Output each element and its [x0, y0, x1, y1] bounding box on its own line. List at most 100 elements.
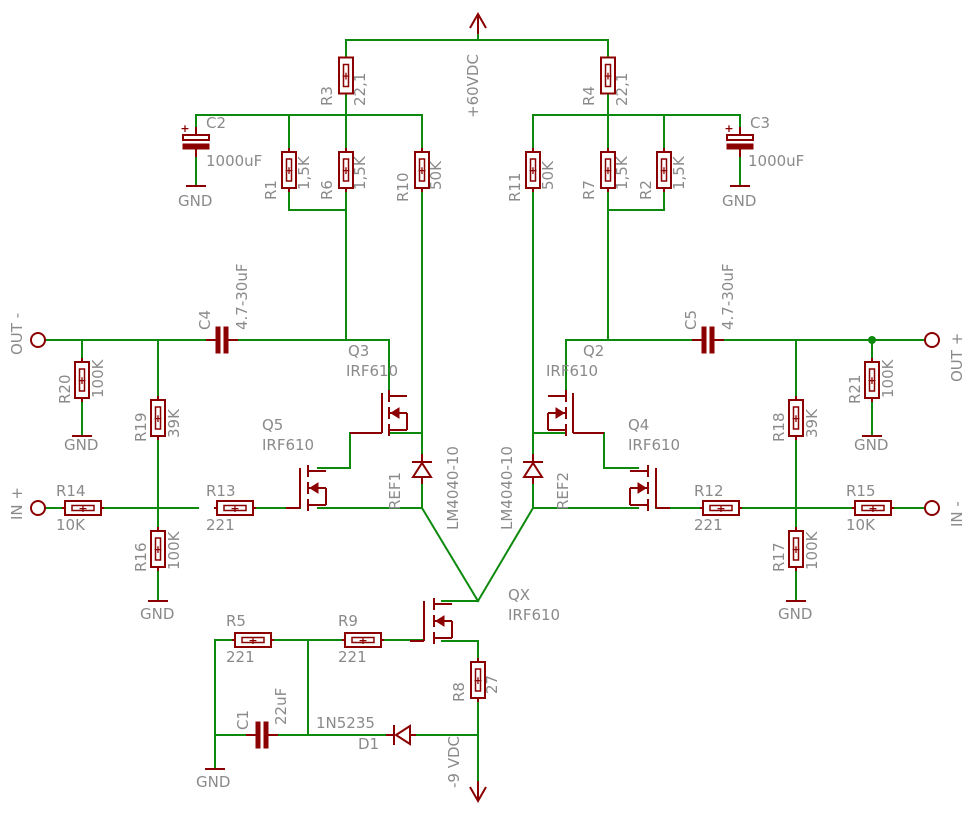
labels: +60VDC -9 VDC OUT - OUT + IN + IN - R3 2… — [8, 54, 966, 791]
component-symbols: +++++++++++++++++++++++ — [30, 11, 940, 804]
r9-ref: R9 — [338, 612, 358, 630]
svg-text:+: + — [603, 164, 612, 177]
r21-ref: R21 — [846, 374, 864, 404]
r14-ref: R14 — [56, 482, 86, 500]
resistor-r13: + — [214, 500, 256, 516]
transistor-q5 — [286, 465, 327, 511]
svg-text:+: + — [341, 70, 350, 83]
resistor-r16: + — [150, 527, 166, 571]
gnd-label-r21: GND — [854, 436, 888, 454]
c3-value: 1000uF — [748, 152, 804, 170]
resistor-r10: + — [414, 148, 430, 192]
svg-text:+: + — [716, 502, 725, 515]
r14-value: 10K — [56, 516, 86, 534]
r19-ref: R19 — [132, 412, 150, 442]
r6-value: 1,5K — [351, 155, 369, 190]
supply-neg-label: -9 VDC — [445, 736, 463, 788]
port-label-out-neg: OUT - — [8, 313, 26, 355]
supply-neg-arrow — [469, 781, 487, 804]
r1-ref: R1 — [262, 180, 280, 200]
capacitor-c2: + — [180, 122, 210, 157]
q4-ref: Q4 — [628, 416, 649, 434]
transistor-qx — [410, 598, 453, 644]
c4-value: 4.7-30uF — [233, 264, 251, 331]
resistor-r7: + — [600, 148, 616, 192]
r16-value: 100K — [165, 530, 183, 570]
r18-ref: R18 — [770, 412, 788, 442]
svg-text:+: + — [77, 374, 86, 387]
svg-text:+: + — [659, 164, 668, 177]
r4-ref: R4 — [580, 86, 598, 106]
r5-ref: R5 — [226, 612, 246, 630]
c5-value: 4.7-30uF — [719, 264, 737, 331]
r2-value: 1,5K — [670, 155, 688, 190]
r12-ref: R12 — [694, 482, 724, 500]
svg-text:+: + — [248, 634, 257, 647]
diode-d1 — [386, 724, 416, 746]
r7-ref: R7 — [580, 180, 598, 200]
svg-text:+: + — [528, 164, 537, 177]
r3-ref: R3 — [318, 86, 336, 106]
r10-value: 50K — [427, 160, 445, 190]
c2-ref: C2 — [206, 114, 226, 132]
transistor-q4 — [629, 465, 670, 511]
resistor-r8: + — [470, 658, 486, 702]
junction-dot — [868, 336, 876, 344]
d1-part: 1N5235 — [316, 714, 375, 732]
diode-ref2 — [522, 454, 544, 484]
svg-text:+: + — [473, 674, 482, 687]
gnd-label-c1: GND — [196, 773, 230, 791]
svg-text:+: + — [791, 412, 800, 425]
r11-ref: R11 — [506, 172, 524, 202]
ref2-part: LM4040-10 — [498, 446, 516, 530]
svg-text:+: + — [230, 502, 239, 515]
r15-ref: R15 — [846, 482, 876, 500]
q3-part: IRF610 — [346, 362, 398, 380]
r7-value: 1,5K — [613, 155, 631, 190]
r8-ref: R8 — [450, 682, 468, 702]
q2-ref: Q2 — [583, 342, 604, 360]
gnd-label-r16: GND — [140, 605, 174, 623]
r17-value: 100K — [803, 530, 821, 570]
svg-text:+: + — [341, 164, 350, 177]
r20-ref: R20 — [56, 374, 74, 404]
resistor-r15: + — [852, 500, 894, 516]
resistor-r19: + — [150, 396, 166, 440]
c1-value: 22uF — [272, 688, 290, 725]
port-label-in-pos: IN + — [8, 487, 26, 520]
r18-value: 39K — [803, 408, 821, 438]
resistor-r12: + — [700, 500, 742, 516]
r16-ref: R16 — [132, 542, 150, 572]
r10-ref: R10 — [394, 172, 412, 202]
resistor-r2: + — [656, 148, 672, 192]
gnd-label-c2: GND — [178, 192, 212, 210]
r15-value: 10K — [846, 516, 876, 534]
ref2-ref: REF2 — [554, 472, 572, 510]
resistor-r1: + — [281, 148, 297, 192]
r9-value: 221 — [338, 648, 367, 666]
port-label-out-pos: OUT + — [948, 333, 966, 382]
c2-value: 1000uF — [206, 152, 262, 170]
svg-text:+: + — [603, 70, 612, 83]
port-in-neg — [924, 500, 940, 516]
resistor-r9: + — [342, 632, 384, 648]
port-label-in-neg: IN - — [948, 501, 966, 527]
qx-part: IRF610 — [508, 606, 560, 624]
r13-value: 221 — [206, 516, 235, 534]
resistor-r6: + — [338, 148, 354, 192]
supply-pos-arrow — [469, 11, 487, 34]
qx-ref: QX — [508, 586, 530, 604]
c5-ref: C5 — [682, 310, 700, 330]
q5-ref: Q5 — [262, 416, 283, 434]
c3-ref: C3 — [750, 114, 770, 132]
svg-text:+: + — [358, 634, 367, 647]
q2-part: IRF610 — [546, 362, 598, 380]
capacitor-c1 — [246, 721, 278, 749]
diode-ref1 — [411, 454, 433, 484]
q3-ref: Q3 — [348, 342, 369, 360]
transistor-q3 — [368, 390, 408, 436]
svg-text:+: + — [868, 502, 877, 515]
svg-text:+: + — [284, 164, 293, 177]
resistor-r20: + — [74, 358, 90, 402]
